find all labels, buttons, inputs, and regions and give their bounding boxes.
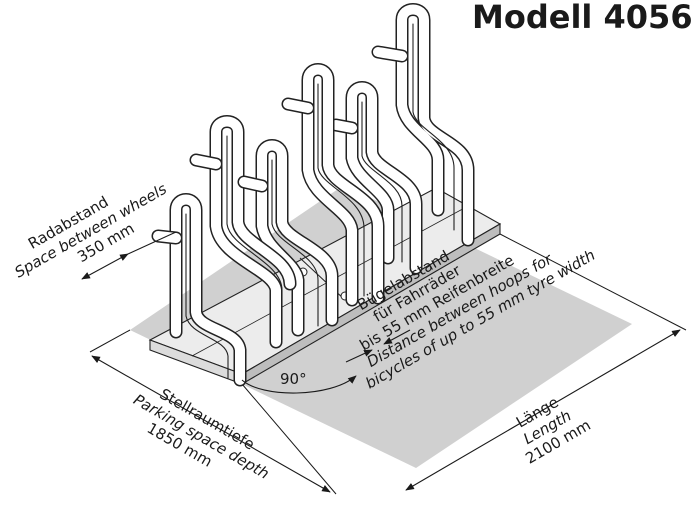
hoop-distance-arrow	[345, 349, 373, 363]
wheel-spacing-label: Radabstand Space between wheels 350 mm	[12, 180, 170, 282]
page-title: Modell 4056	[472, 0, 693, 36]
wheel-spacing-dimension	[81, 253, 129, 280]
extension-line	[89, 329, 131, 353]
angle-arc	[241, 375, 357, 394]
depth-dimension	[91, 355, 331, 493]
hoop-4	[281, 63, 385, 307]
extension-line	[127, 231, 177, 255]
angle-label: 90°	[280, 370, 307, 388]
hoop-6	[371, 3, 475, 247]
length-dimension	[405, 329, 681, 491]
hoop-1	[151, 193, 247, 387]
depth-label: Stellraumtiefe Parking space depth 1850 …	[130, 385, 272, 483]
hoop-2	[189, 115, 297, 349]
hoop-5	[329, 81, 423, 275]
extension-line	[499, 233, 687, 331]
hoop-distance-arrow	[383, 329, 411, 345]
